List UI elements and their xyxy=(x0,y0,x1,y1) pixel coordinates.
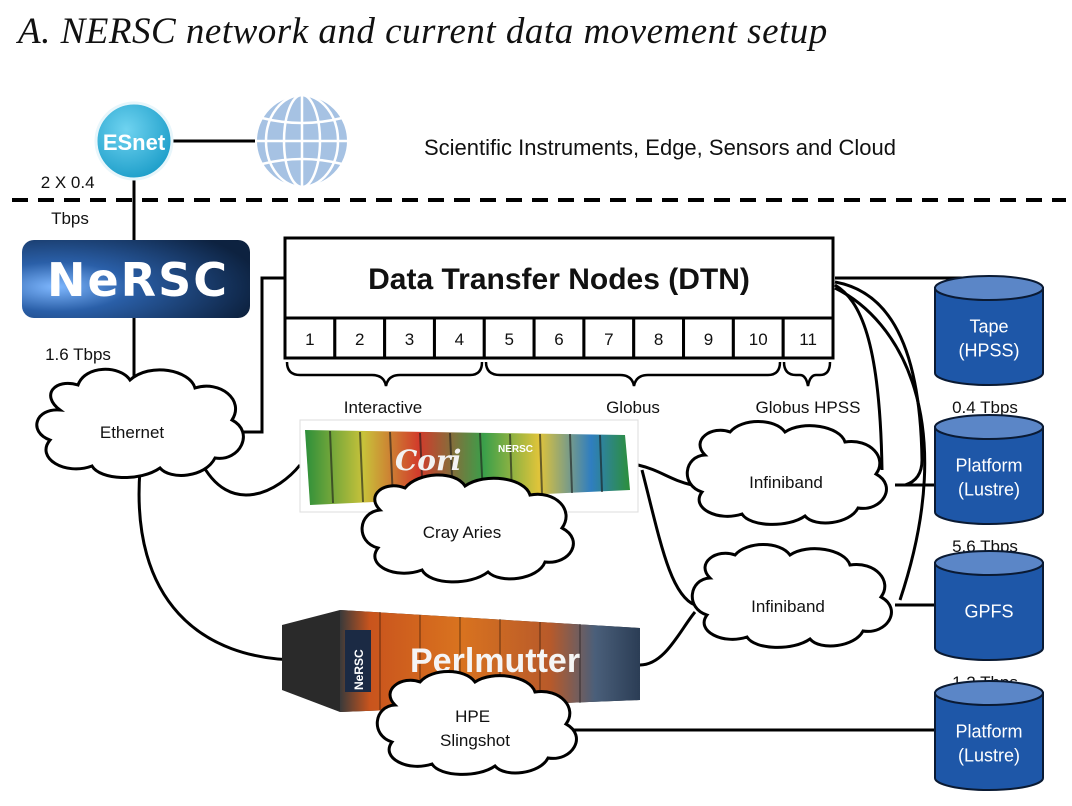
brace-globus-hpss xyxy=(782,361,832,387)
ethernet-label: Ethernet xyxy=(100,423,165,442)
brace-globus xyxy=(484,361,782,387)
esnet-nersc-bandwidth: 2 X 0.4 Tbps xyxy=(41,173,100,228)
dtn-block: Data Transfer Nodes (DTN) 1 2 3 4 5 6 7 8 9 10 11 xyxy=(283,236,835,360)
link-ethernet-dtn xyxy=(232,276,285,434)
dtn-node: 6 xyxy=(532,316,586,360)
dtn-title: Data Transfer Nodes (DTN) xyxy=(368,263,750,296)
cori-badge: NERSC xyxy=(498,444,533,455)
dtn-node: 2 xyxy=(333,316,387,360)
hpe-slingshot-label: HPE Slingshot xyxy=(440,707,510,750)
cori-label: Cori xyxy=(395,444,461,477)
esnet-logo xyxy=(94,101,174,181)
group-interactive-label: Interactive xyxy=(344,398,422,417)
storage-cylinder: Platform (Lustre) 40 Tbps xyxy=(934,680,1044,806)
link-cori-infiniband-bottom xyxy=(640,469,696,607)
nersc-ethernet-bandwidth: 1.6 Tbps xyxy=(45,345,111,364)
link-perlmutter-infiniband-bottom xyxy=(639,611,697,667)
dtn-node: 7 xyxy=(582,316,636,360)
dtn-node-label: 2 xyxy=(355,330,364,349)
infiniband-bottom-label: Infiniband xyxy=(751,597,825,616)
ethernet-cloud: Ethernet xyxy=(35,367,245,480)
globe-icon xyxy=(255,93,349,189)
link-ethernet-cori xyxy=(198,459,302,497)
esnet-node: ESnet xyxy=(94,101,174,181)
nersc-logo: NeRSC xyxy=(22,240,250,318)
dtn-node: 10 xyxy=(731,316,785,360)
dtn-node-row: 1 2 3 4 5 6 7 8 9 10 11 xyxy=(283,316,835,360)
link-dtn-infiniband-bottom xyxy=(834,286,927,601)
dtn-node-label: 7 xyxy=(604,330,613,349)
storage-name: GPFS xyxy=(964,602,1013,622)
figure-heading: A. NERSC network and current data moveme… xyxy=(18,11,828,52)
hpe-slingshot-cloud: HPE Slingshot xyxy=(375,670,578,776)
dtn-node-label: 9 xyxy=(704,330,713,349)
dtn-node-label: 6 xyxy=(554,330,563,349)
dtn-node-label: 4 xyxy=(455,330,464,349)
infiniband-top-label: Infiniband xyxy=(749,473,823,492)
group-globus-label: Globus xyxy=(606,398,660,417)
infiniband-top-cloud: Infiniband xyxy=(685,420,888,526)
dtn-node-label: 11 xyxy=(799,330,817,349)
storage-bandwidth: 0.4 Tbps xyxy=(952,398,1018,417)
dtn-node-label: 10 xyxy=(749,330,768,349)
storage-name: Platform xyxy=(955,456,1022,476)
scientific-instruments-label: Scientific Instruments, Edge, Sensors an… xyxy=(424,135,896,160)
cray-aries-label: Cray Aries xyxy=(423,523,501,542)
dtn-node: 5 xyxy=(482,316,536,360)
dtn-node-label: 8 xyxy=(654,330,663,349)
dtn-node: 3 xyxy=(383,316,436,360)
storage-bandwidth: 40 Tbps xyxy=(954,803,1015,806)
storage-name: (Lustre) xyxy=(958,746,1020,766)
nersc-logo-text: NeRSC xyxy=(47,253,229,307)
dtn-group-braces xyxy=(285,361,832,387)
dtn-node: 8 xyxy=(632,316,686,360)
storage-cylinder: Tape (HPSS) 0.4 Tbps xyxy=(934,275,1044,417)
perlmutter-badge: NeRSC xyxy=(352,649,366,690)
storage-name: Platform xyxy=(955,722,1022,742)
dtn-node-label: 1 xyxy=(305,330,314,349)
dtn-node-label: 3 xyxy=(405,330,414,349)
brace-interactive xyxy=(285,361,484,387)
storage-cylinder: GPFS1.2 Tbps xyxy=(934,550,1044,692)
dtn-node: 11 xyxy=(781,316,835,360)
storage-name: (HPSS) xyxy=(958,341,1019,361)
cray-aries-cloud: Cray Aries xyxy=(360,473,575,584)
storage-cylinder: Platform(Lustre)5.6 Tbps xyxy=(934,414,1044,556)
dtn-node: 4 xyxy=(432,316,486,360)
link-cori-infiniband-top xyxy=(637,463,693,487)
dtn-node-label: 5 xyxy=(504,330,513,349)
perlmutter-badge-box xyxy=(345,630,371,692)
dtn-node: 1 xyxy=(283,316,337,360)
link-ethernet-perlmutter xyxy=(137,469,301,662)
storage-name: Tape xyxy=(969,317,1008,337)
infiniband-bottom-cloud: Infiniband xyxy=(690,543,893,649)
storage-name: (Lustre) xyxy=(958,480,1020,500)
dtn-title-box xyxy=(283,236,835,320)
group-globus-hpss-label: Globus HPSS xyxy=(756,398,861,417)
dtn-node: 9 xyxy=(682,316,735,360)
esnet-label: ESnet xyxy=(103,130,166,155)
